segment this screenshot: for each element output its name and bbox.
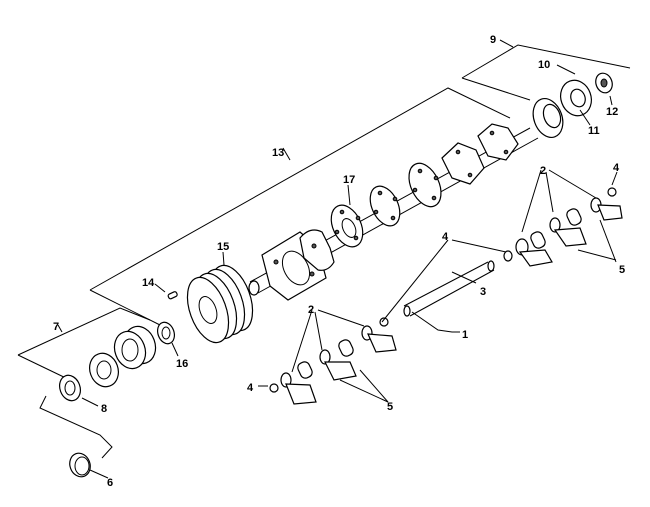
flange-7: [477, 123, 519, 161]
flange-4: [369, 185, 401, 227]
callout-15: 15: [217, 241, 229, 253]
ring-8: [39, 374, 113, 459]
callout-2-upper: 2: [540, 165, 546, 177]
callout-3: 3: [480, 286, 486, 298]
bracket-9: [461, 39, 631, 101]
flange-plates: [261, 123, 519, 301]
bracket-7: [17, 307, 151, 381]
flange-2: [299, 229, 335, 271]
callout-1: 1: [462, 329, 468, 341]
callout-6: 6: [107, 477, 113, 489]
flange-6: [441, 142, 485, 185]
pulley: [186, 264, 254, 344]
callout-14: 14: [142, 277, 155, 289]
flange-5: [408, 162, 442, 208]
blades-lower: [269, 309, 397, 405]
callout-2-lower: 2: [308, 304, 314, 316]
callout-9: 9: [490, 34, 496, 46]
callout-4-middle: 4: [442, 231, 449, 243]
callout-labels: 1 2 2 3 4 4 4 5 5 6 7 8 9 10 11 12 13 14…: [53, 34, 625, 489]
pin: [167, 291, 178, 300]
bearing-housing: [89, 325, 157, 388]
callout-17: 17: [343, 174, 355, 186]
callout-4-top-right: 4: [613, 162, 620, 174]
cap-6: [69, 452, 91, 478]
callout-11: 11: [588, 125, 600, 137]
blades-upper: [503, 169, 623, 267]
callout-5-lower: 5: [387, 401, 393, 413]
seal-ring: [156, 321, 176, 345]
leader-lines: [81, 64, 618, 479]
callout-10: 10: [538, 59, 550, 71]
callout-16: 16: [176, 358, 188, 370]
end-housing: [532, 72, 613, 138]
callout-4-left: 4: [247, 382, 254, 394]
callout-7: 7: [53, 321, 59, 333]
callout-12: 12: [606, 106, 618, 118]
callout-5-right: 5: [619, 264, 625, 276]
callout-13: 13: [272, 147, 284, 159]
flange-3: [330, 204, 364, 248]
rod: [403, 260, 495, 317]
callout-8: 8: [101, 403, 107, 415]
